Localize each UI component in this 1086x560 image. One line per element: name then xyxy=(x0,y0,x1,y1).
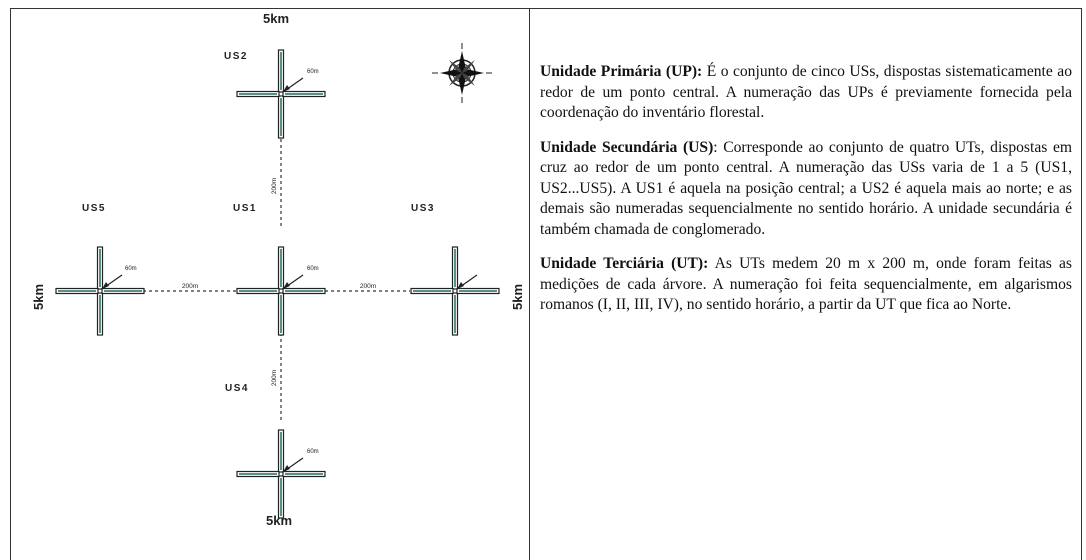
unit-label-us1: US1 xyxy=(233,203,257,214)
secondary-unit-us4 xyxy=(236,429,326,519)
distance-label-bottom: 200m xyxy=(271,370,278,386)
unit-label-us3: US3 xyxy=(411,203,435,214)
scale-label-right: 5km xyxy=(510,284,525,310)
compass-rose-icon xyxy=(432,43,492,103)
definition-text: As UTs medem 20 m x 200 m, onde foram fe… xyxy=(540,255,1073,313)
unit-label-us4: US4 xyxy=(225,383,249,394)
subplot-label-us4: 60m xyxy=(307,449,319,455)
definition-primary-unit: Unidade Primária (UP): É o conjunto de c… xyxy=(540,62,1072,124)
definition-text: É o conjunto de cinco USs, dispostas sis… xyxy=(540,63,1072,121)
scale-label-left: 5km xyxy=(31,284,46,310)
definitions-panel: Unidade Primária (UP): É o conjunto de c… xyxy=(540,62,1072,330)
subplot-label-us1: 60m xyxy=(307,266,319,272)
definition-text: : Corresponde ao conjunto de quatro UTs,… xyxy=(540,138,1072,238)
subplot-label-us5: 60m xyxy=(125,266,137,272)
column-divider xyxy=(529,8,530,560)
definition-secondary-unit: Unidade Secundária (US): Corresponde ao … xyxy=(540,138,1072,241)
diagram-canvas: 5km 5km 5km 5km 200m xyxy=(31,11,525,528)
definition-term: Unidade Primária (UP): xyxy=(540,63,703,80)
secondary-unit-us1 xyxy=(236,246,326,336)
definition-term: Unidade Terciária (UT): xyxy=(540,255,709,272)
unit-label-us2: US2 xyxy=(224,51,248,62)
subplot-label-us2: 60m xyxy=(307,69,319,75)
distance-label-right: 200m xyxy=(360,283,376,290)
scale-label-top: 5km xyxy=(263,11,289,26)
definition-term: Unidade Secundária (US) xyxy=(540,138,714,156)
distance-label-left: 200m xyxy=(182,283,198,290)
scale-label-bottom: 5km xyxy=(266,513,292,528)
secondary-unit-us2 xyxy=(236,49,326,139)
definition-tertiary-unit: Unidade Terciária (UT): As UTs medem 20 … xyxy=(540,254,1072,316)
unit-label-us5: US5 xyxy=(82,203,106,214)
page-frame xyxy=(10,8,1082,560)
secondary-unit-us5 xyxy=(55,246,145,336)
connector-lines xyxy=(143,139,410,421)
secondary-unit-us3 xyxy=(410,246,500,336)
sampling-layout-diagram: 5km 5km 5km 5km 200m xyxy=(10,8,529,560)
distance-label-top: 200m xyxy=(271,178,278,194)
